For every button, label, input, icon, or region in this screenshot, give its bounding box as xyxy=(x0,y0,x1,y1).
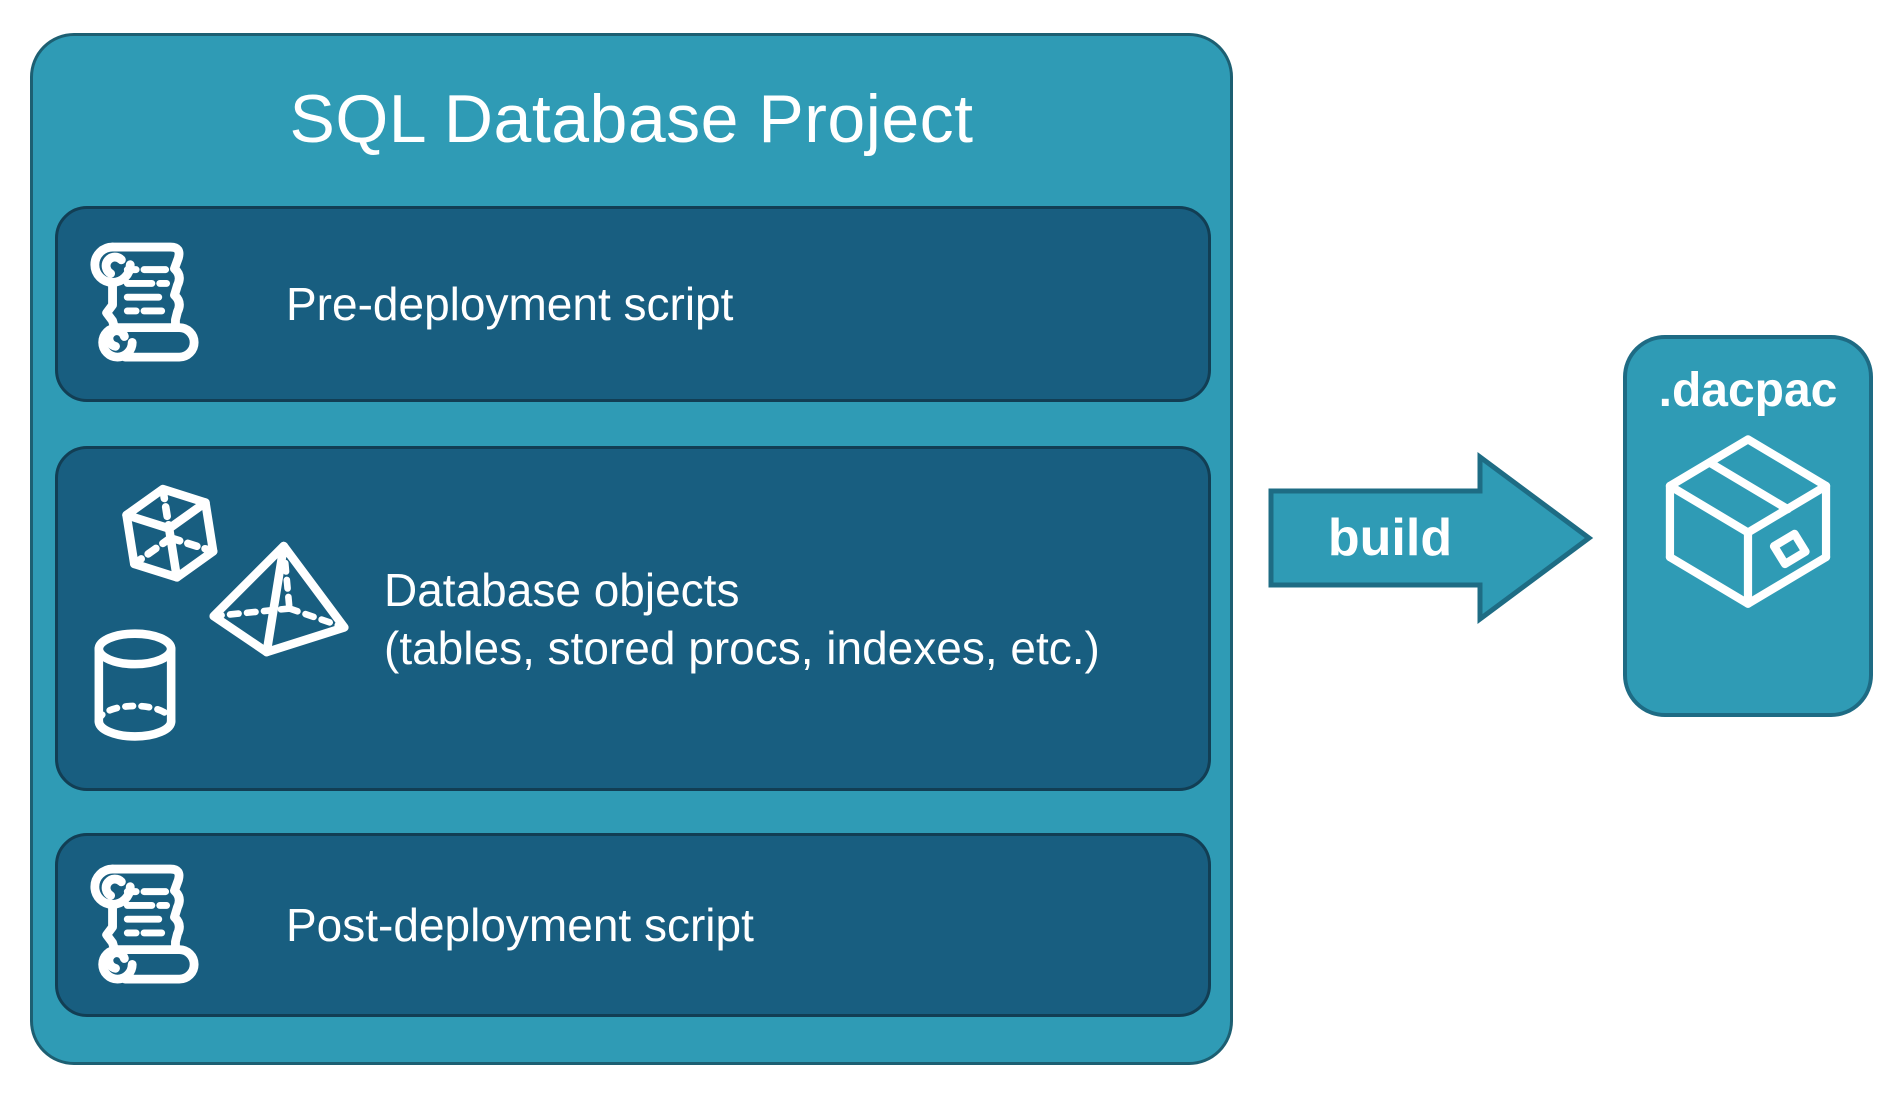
cube-icon xyxy=(122,484,218,582)
database-objects-label-line1: Database objects xyxy=(384,563,740,616)
database-objects-label-line2: (tables, stored procs, indexes, etc.) xyxy=(384,621,1100,674)
scroll-icon xyxy=(90,864,199,984)
pre-deployment-label: Pre-deployment script xyxy=(286,278,734,330)
dacpac-box: .dacpac xyxy=(1623,335,1873,717)
package-icon xyxy=(1665,435,1831,608)
database-objects-label: Database objects (tables, stored procs, … xyxy=(384,561,1100,677)
post-deployment-label: Post-deployment script xyxy=(286,899,754,951)
project-title: SQL Database Project xyxy=(289,81,974,157)
cylinder-icon xyxy=(94,629,176,741)
pre-deployment-row: Pre-deployment script xyxy=(55,206,1211,402)
pyramid-icon xyxy=(209,541,349,657)
arrow-right-icon xyxy=(1268,452,1594,624)
post-deployment-row: Post-deployment script xyxy=(55,833,1211,1017)
scroll-icon xyxy=(90,242,199,362)
sql-database-project-container: SQL Database Project xyxy=(30,33,1233,1065)
build-label: build xyxy=(1327,509,1453,567)
database-objects-row: Database objects (tables, stored procs, … xyxy=(55,446,1211,791)
build-arrow: build xyxy=(1268,452,1594,624)
dacpac-label: .dacpac xyxy=(1658,364,1838,417)
